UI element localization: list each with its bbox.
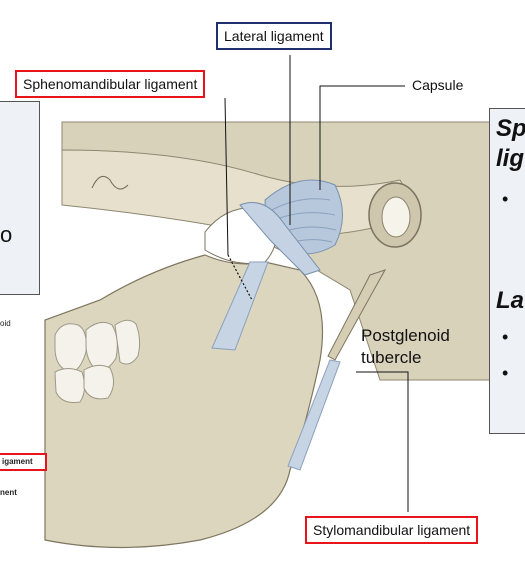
right-text-panel: Sp lig • La • • — [489, 108, 525, 434]
stylomandibular-ligament-text: Stylomandibular ligament — [313, 522, 471, 538]
styloid-process — [327, 269, 387, 361]
left-tiny-1: oid — [0, 319, 11, 328]
stylomandibular-ligament-shape — [287, 359, 341, 471]
mandible — [44, 254, 324, 549]
sphenomandibular-ligament-shape — [211, 261, 269, 351]
stylomandibular-leader — [356, 371, 409, 512]
right-bullet-3: • — [502, 363, 509, 383]
lateral-ligament-text: Lateral ligament — [224, 28, 324, 44]
capsule-label: Capsule — [412, 77, 464, 93]
right-heading-3: La — [496, 287, 525, 314]
left-tiny-3: nent — [0, 488, 17, 497]
right-heading-2: lig — [496, 145, 524, 172]
sphenomandibular-ligament-label: Sphenomandibular ligament — [15, 70, 206, 98]
left-panel-fragment: o — [0, 222, 13, 247]
sphenomandibular-leader — [224, 97, 229, 256]
teeth — [54, 319, 141, 403]
postglenoid-label-line1: Postglenoid — [361, 326, 450, 345]
right-bullet-2: • — [502, 327, 509, 347]
sphenomandibular-ligament-text: Sphenomandibular ligament — [23, 76, 198, 92]
left-tiny-2: igament — [2, 457, 33, 466]
left-text-panel: o — [0, 101, 40, 295]
right-heading-1: Sp — [496, 115, 525, 142]
postglenoid-label-line2: tubercle — [361, 348, 422, 367]
stylomandibular-ligament-label: Stylomandibular ligament — [305, 516, 479, 544]
sphenomandibular-dotted — [227, 254, 253, 301]
lateral-ligament-shape — [239, 202, 321, 276]
lateral-ligament-label: Lateral ligament — [216, 22, 332, 50]
right-bullet-1: • — [502, 189, 509, 209]
capsule-leader — [319, 85, 405, 190]
left-tiny-red-box: igament — [0, 453, 47, 471]
